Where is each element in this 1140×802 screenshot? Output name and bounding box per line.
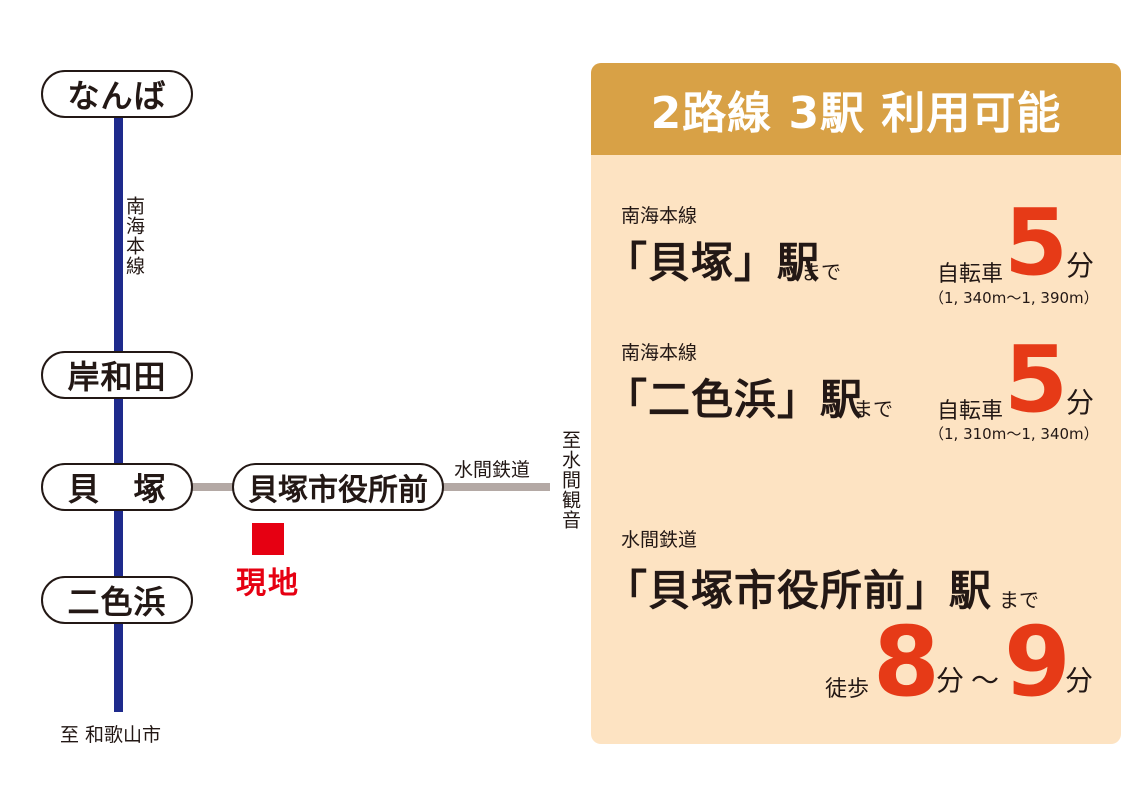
block3-line-name: 水間鉄道 — [621, 529, 698, 551]
block3-until: まで — [999, 588, 1039, 612]
block3-tilde: 〜 — [971, 664, 1000, 697]
block1-line-name: 南海本線 — [621, 205, 698, 227]
station-kaizuka-label: 貝 塚 — [67, 470, 167, 508]
block1-distance: （1, 340m〜1, 390m） — [929, 289, 1099, 307]
station-namba: なんば — [41, 70, 193, 118]
mizuma-line-segment-2 — [442, 483, 550, 491]
station-shiyakushomae: 貝塚市役所前 — [232, 463, 444, 511]
block2-distance: （1, 310m〜1, 340m） — [929, 425, 1099, 443]
block3-unit-max: 分 — [1065, 664, 1094, 697]
block2-mode: 自転車 — [937, 399, 1004, 424]
to-mizuma-kannon-label: 至水間観音 — [559, 430, 581, 530]
mizuma-line-label: 水間鉄道 — [454, 459, 531, 481]
access-panel: 2路線 3駅 利用可能 南海本線 「貝塚」駅 まで 自転車 5 分 （1, 34… — [591, 63, 1121, 744]
block1-station-name: 「貝塚」駅 — [605, 238, 821, 287]
station-shiyakushomae-label: 貝塚市役所前 — [248, 473, 428, 508]
station-namba-label: なんば — [67, 77, 167, 115]
site-label: 現地 — [236, 566, 300, 601]
block1-minutes: 5 — [1004, 189, 1069, 296]
block3-station-name: 「貝塚市役所前」駅 — [605, 566, 993, 615]
block2-unit: 分 — [1066, 386, 1095, 419]
panel-heading-text: 2路線 3駅 利用可能 — [650, 88, 1062, 139]
block3-unit-min: 分 — [936, 664, 965, 697]
block1-until: まで — [801, 260, 841, 284]
nankai-line-label: 南海本線 — [123, 196, 145, 276]
block2-line-name: 南海本線 — [621, 342, 698, 364]
to-wakayama-label: 至 和歌山市 — [60, 724, 162, 746]
block1-unit: 分 — [1066, 249, 1095, 282]
mizuma-line-segment-1 — [190, 483, 234, 491]
block3-mode: 徒歩 — [825, 677, 870, 702]
station-nishikinohama: 二色浜 — [41, 576, 193, 624]
block2-station-name: 「二色浜」駅 — [605, 375, 864, 424]
station-kaizuka: 貝 塚 — [41, 463, 193, 511]
panel-heading: 2路線 3駅 利用可能 — [591, 63, 1121, 155]
block1-mode: 自転車 — [937, 262, 1004, 287]
site-marker — [252, 523, 284, 555]
station-kishiwada: 岸和田 — [41, 351, 193, 399]
block2-minutes: 5 — [1004, 326, 1069, 433]
station-nishikinohama-label: 二色浜 — [67, 583, 167, 621]
block3-minutes-min: 8 — [873, 606, 940, 718]
block3-minutes-max: 9 — [1004, 606, 1071, 718]
block2-until: まで — [853, 397, 893, 421]
nankai-main-line — [114, 96, 123, 712]
station-kishiwada-label: 岸和田 — [67, 358, 167, 396]
